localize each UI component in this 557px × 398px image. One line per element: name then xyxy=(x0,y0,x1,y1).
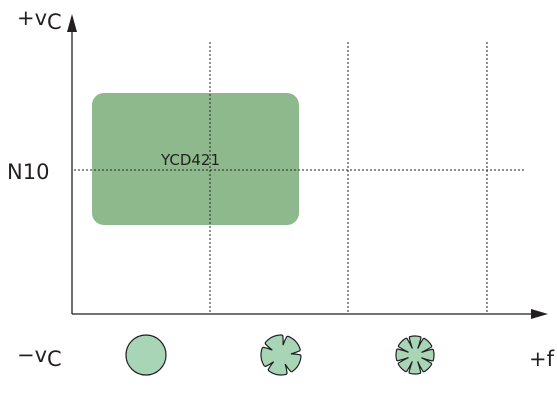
x-axis-arrow xyxy=(531,309,548,319)
y-top-subscript: C xyxy=(47,10,62,34)
partially-cracked-particle-icon xyxy=(260,334,302,376)
y-axis-top-label: +vC xyxy=(17,6,62,33)
y-bottom-prefix: −v xyxy=(17,343,48,367)
partially-cracked-particle-outline xyxy=(260,334,302,376)
intact-particle-icon xyxy=(125,334,167,376)
y-axis-arrow xyxy=(67,14,77,32)
operating-region xyxy=(92,93,299,225)
y-axis-bottom-label: −vC xyxy=(17,343,62,370)
heavily-cracked-particle-outline xyxy=(395,335,435,375)
x-axis-label: +f xyxy=(529,347,554,371)
y-axis-mid-label: N10 xyxy=(7,160,50,184)
y-top-prefix: +v xyxy=(17,6,48,30)
region-label: YCD421 xyxy=(161,151,220,169)
y-bottom-subscript: C xyxy=(47,347,62,371)
intact-particle-outline xyxy=(125,334,167,376)
heavily-cracked-particle-icon xyxy=(395,335,435,375)
